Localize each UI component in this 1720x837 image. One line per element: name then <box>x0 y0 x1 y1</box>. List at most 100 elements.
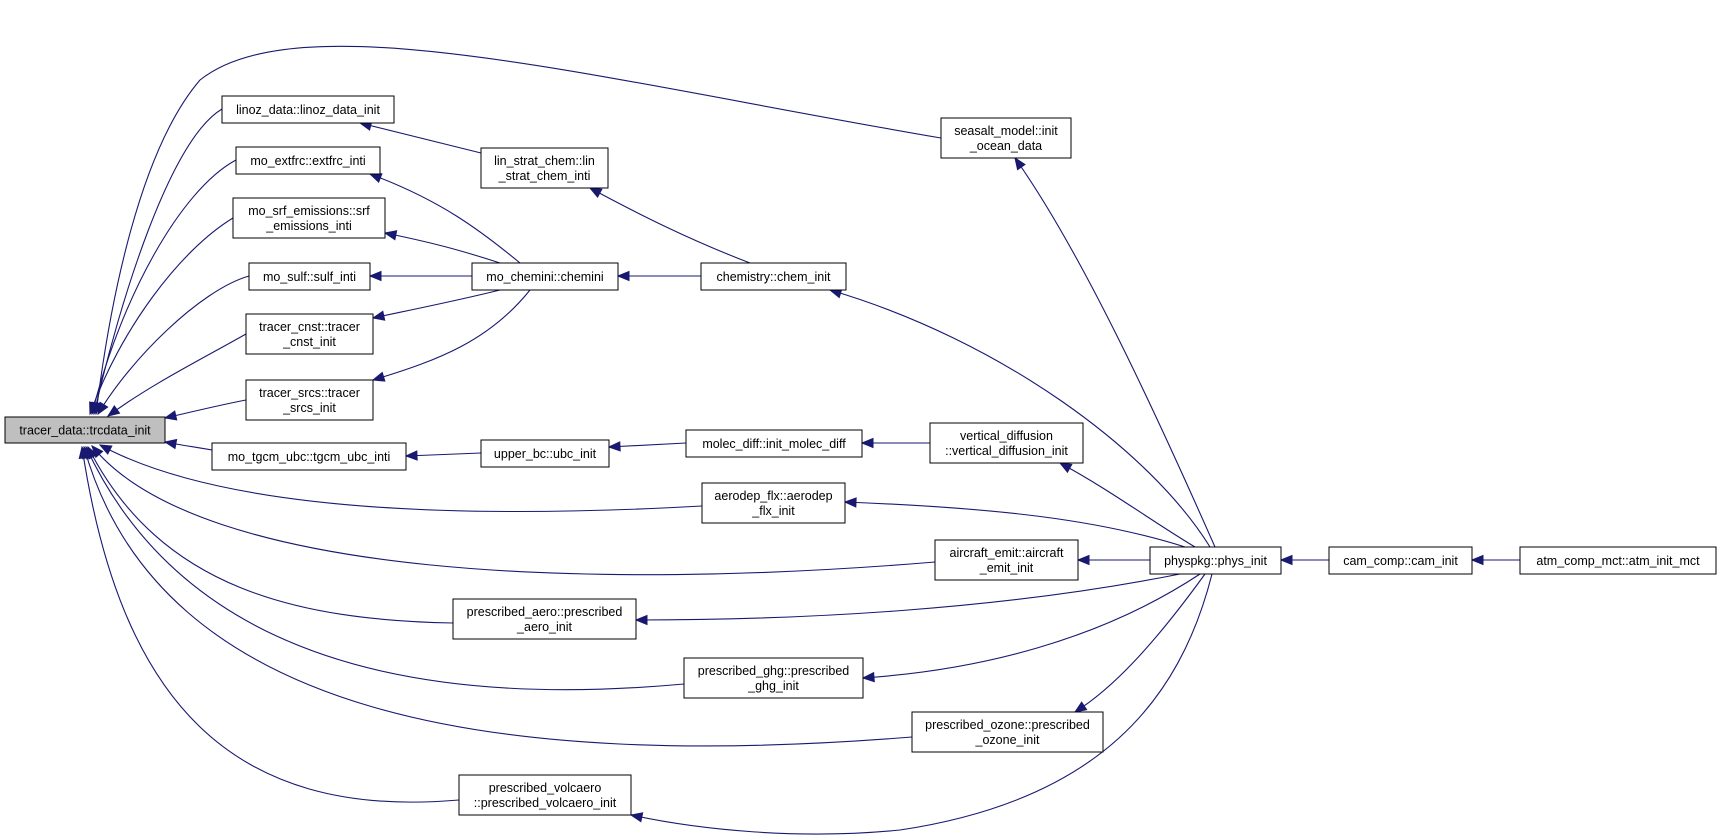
arrowhead-phys-pozone <box>1073 701 1088 713</box>
node-box <box>452 598 637 640</box>
node-label: _flx_init <box>751 504 795 518</box>
edge-linstrat-linoz <box>359 122 482 154</box>
node-label: mo_tgcm_ubc::tgcm_ubc_inti <box>228 450 391 464</box>
node-label: prescribed_ghg::prescribed <box>698 664 850 678</box>
arrowhead-chemini-cnst <box>371 310 386 321</box>
node-box <box>232 197 386 239</box>
node-aircraft[interactable]: aircraft_emit::aircraft_emit_init <box>934 539 1079 581</box>
arrowhead-chemini-srcs <box>371 371 386 382</box>
arrowhead-chem-chemini <box>616 270 630 282</box>
edge-sulf-trcdata <box>97 275 250 415</box>
node-linstrat[interactable]: lin_strat_chem::lin_strat_chem_inti <box>480 147 609 189</box>
node-label: lin_strat_chem::lin <box>494 154 595 168</box>
node-label: _ocean_data <box>969 139 1042 153</box>
arrowhead-cam-phys <box>1279 554 1293 566</box>
node-linoz[interactable]: linoz_data::linoz_data_init <box>221 95 395 124</box>
node-box <box>700 262 847 291</box>
arrowhead-phys-pghg <box>861 671 875 683</box>
node-chemini[interactable]: mo_chemini::chemini <box>471 262 619 291</box>
node-label: mo_chemini::chemini <box>486 270 603 284</box>
edge-pozone-trcdata <box>83 446 913 747</box>
node-label: chemistry::chem_init <box>717 270 831 284</box>
node-box <box>245 379 374 421</box>
node-box <box>1149 546 1282 575</box>
node-label: prescribed_aero::prescribed <box>467 605 623 619</box>
arrowhead-seasalt-trcdata <box>92 401 103 416</box>
node-label: _srcs_init <box>282 401 336 415</box>
node-label: tracer_srcs::tracer <box>259 386 360 400</box>
node-seasalt[interactable]: seasalt_model::init_ocean_data <box>940 117 1072 159</box>
node-label: linoz_data::linoz_data_init <box>236 103 380 117</box>
node-box <box>221 95 395 124</box>
edge-phys-paero <box>635 573 1181 621</box>
edge-srfem-trcdata <box>89 217 234 415</box>
node-cnst[interactable]: tracer_cnst::tracer_cnst_init <box>245 313 374 355</box>
edge-aerodep-trcdata <box>99 444 703 513</box>
node-label: _aero_init <box>516 620 572 634</box>
node-cam[interactable]: cam_comp::cam_init <box>1328 546 1473 575</box>
node-chem[interactable]: chemistry::chem_init <box>700 262 847 291</box>
edge-linoz-trcdata <box>93 108 223 415</box>
node-label: tracer_cnst::tracer <box>259 320 360 334</box>
node-label: ::vertical_diffusion_init <box>945 444 1068 458</box>
edge-aircraft-trcdata <box>91 445 936 576</box>
node-box <box>458 774 632 816</box>
edge-phys-pvolc <box>630 573 1213 835</box>
node-box <box>1519 546 1717 575</box>
edge-pvolc-trcdata <box>81 446 460 803</box>
node-vdiff[interactable]: vertical_diffusion::vertical_diffusion_i… <box>929 422 1084 464</box>
node-label: _ozone_init <box>975 733 1040 747</box>
edges-layer <box>78 45 1520 835</box>
node-label: atm_comp_mct::atm_init_mct <box>1536 554 1700 568</box>
node-atm[interactable]: atm_comp_mct::atm_init_mct <box>1519 546 1717 575</box>
node-aerodep[interactable]: aerodep_flx::aerodep_flx_init <box>701 482 846 524</box>
node-pvolc[interactable]: prescribed_volcaero::prescribed_volcaero… <box>458 774 632 816</box>
edge-phys-seasalt <box>1014 157 1216 548</box>
arrowhead-phys-pvolc <box>629 812 644 823</box>
node-box <box>245 313 374 355</box>
arrowhead-vdiff-molec <box>860 437 874 449</box>
node-sulf[interactable]: mo_sulf::sulf_inti <box>248 262 371 291</box>
edge-seasalt-trcdata <box>95 45 942 415</box>
node-label: vertical_diffusion <box>960 429 1053 443</box>
edge-chemini-srcs <box>372 289 531 381</box>
arrowhead-chemini-sulf <box>368 270 382 282</box>
node-box <box>940 117 1072 159</box>
node-box <box>235 146 381 175</box>
edge-phys-chem <box>829 289 1211 548</box>
node-box <box>480 439 610 468</box>
node-label: physpkg::phys_init <box>1164 554 1267 568</box>
node-srfem[interactable]: mo_srf_emissions::srf_emissions_inti <box>232 197 386 239</box>
node-ubc[interactable]: upper_bc::ubc_init <box>480 439 610 468</box>
node-label: _ghg_init <box>747 679 799 693</box>
node-box <box>248 262 371 291</box>
edge-chemini-srfem <box>384 232 501 264</box>
edge-molec-ubc <box>608 442 687 448</box>
node-paero[interactable]: prescribed_aero::prescribed_aero_init <box>452 598 637 640</box>
node-srcs[interactable]: tracer_srcs::tracer_srcs_init <box>245 379 374 421</box>
node-box <box>929 422 1084 464</box>
nodes-layer: tracer_data::trcdata_init linoz_data::lin… <box>4 95 1717 816</box>
node-box <box>1328 546 1473 575</box>
edge-ubc-tgcm <box>405 452 482 457</box>
arrowhead-chem-linstrat <box>588 187 603 199</box>
node-pozone[interactable]: prescribed_ozone::prescribed_ozone_init <box>911 711 1104 753</box>
node-tgcm[interactable]: mo_tgcm_ubc::tgcm_ubc_inti <box>211 442 407 471</box>
node-trcdata[interactable]: tracer_data::trcdata_init <box>4 416 166 444</box>
node-pghg[interactable]: prescribed_ghg::prescribed_ghg_init <box>683 657 864 699</box>
arrowhead-srcs-trcdata <box>163 410 178 421</box>
node-phys[interactable]: physpkg::phys_init <box>1149 546 1282 575</box>
node-extfrc[interactable]: mo_extfrc::extfrc_inti <box>235 146 381 175</box>
node-molec[interactable]: molec_diff::init_molec_diff <box>685 429 863 458</box>
arrowhead-phys-vdiff <box>1058 462 1073 474</box>
node-label: _strat_chem_inti <box>498 169 591 183</box>
node-box <box>701 482 846 524</box>
node-box <box>4 416 166 444</box>
edge-cnst-trcdata <box>107 333 247 417</box>
arrowhead-pvolc-trcdata <box>78 445 89 460</box>
node-label: cam_comp::cam_init <box>1343 554 1458 568</box>
node-label: aerodep_flx::aerodep <box>714 489 832 503</box>
node-box <box>480 147 609 189</box>
node-label: _emissions_inti <box>265 219 351 233</box>
node-label: molec_diff::init_molec_diff <box>702 437 846 451</box>
